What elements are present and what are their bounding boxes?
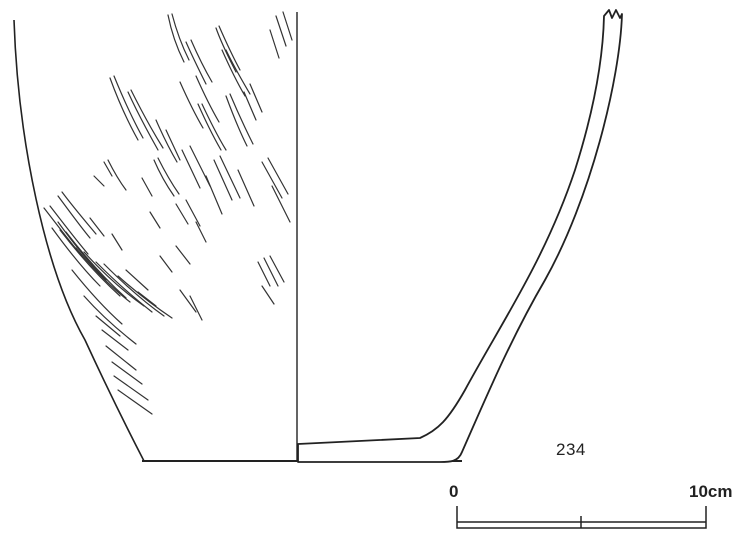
exterior-profile-line xyxy=(13,19,145,462)
wall-section xyxy=(297,9,623,463)
scale-end-label: 10cm xyxy=(689,482,733,501)
surface-texture-marks xyxy=(43,11,293,415)
scale-bar xyxy=(456,506,707,529)
catalogue-number: 234 xyxy=(556,440,586,459)
scale-start-label: 0 xyxy=(449,482,459,501)
